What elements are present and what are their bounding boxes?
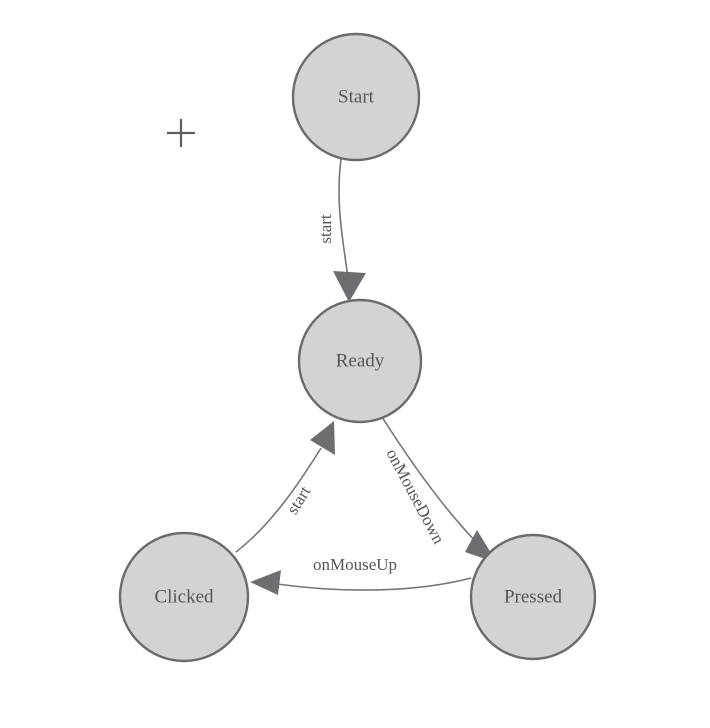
edge-start-to-ready-arrowhead <box>333 271 366 302</box>
edge-start-to-ready-path <box>338 158 349 280</box>
edge-pressed-to-clicked-label: onMouseUp <box>313 555 397 574</box>
node-start[interactable]: Start <box>291 32 421 162</box>
node-pressed-label: Pressed <box>504 586 563 607</box>
node-ready-circle[interactable] <box>297 298 423 424</box>
node-start-label: Start <box>338 86 375 107</box>
node-clicked[interactable]: Clicked <box>118 531 250 663</box>
edge-clicked-to-ready[interactable]: start <box>235 421 335 553</box>
edge-clicked-to-ready-path <box>235 447 322 553</box>
edge-ready-to-pressed-path <box>381 416 483 549</box>
edge-ready-to-pressed-label: onMouseDown <box>382 446 448 548</box>
edge-start-to-ready-label: start <box>316 214 335 244</box>
node-clicked-circle[interactable] <box>118 531 250 663</box>
node-ready[interactable]: Ready <box>297 298 423 424</box>
edge-start-to-ready[interactable]: start <box>316 158 366 302</box>
edge-clicked-to-ready-label: start <box>283 482 315 517</box>
edge-pressed-to-clicked[interactable]: onMouseUp <box>250 555 472 595</box>
edge-pressed-to-clicked-arrowhead <box>250 570 281 595</box>
edge-pressed-to-clicked-path <box>276 577 472 591</box>
edge-ready-to-pressed[interactable]: onMouseDown <box>381 416 497 563</box>
node-ready-label: Ready <box>336 350 385 371</box>
node-clicked-label: Clicked <box>154 586 214 607</box>
node-pressed-circle[interactable] <box>469 533 597 661</box>
node-pressed[interactable]: Pressed <box>469 533 597 661</box>
node-start-circle[interactable] <box>291 32 421 162</box>
plus-marker-icon <box>167 119 195 147</box>
edge-clicked-to-ready-arrowhead <box>310 421 335 455</box>
